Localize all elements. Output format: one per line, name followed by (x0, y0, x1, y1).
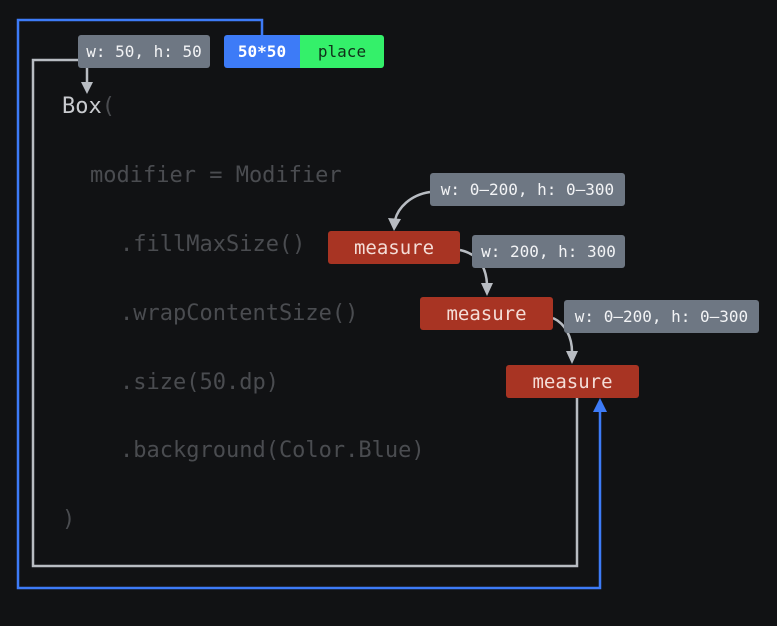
blue-placement-path (16, 18, 602, 590)
constraint-tag-1: w: 0–200, h: 0–300 (430, 173, 625, 206)
gray-size-path (31, 58, 579, 568)
measure-tag-3: measure (506, 365, 639, 398)
arrowhead-measure1 (388, 218, 401, 231)
arrowhead-measure3 (566, 351, 578, 364)
open-paren: ( (101, 94, 115, 119)
code-line-background: .background(Color.Blue) (120, 438, 425, 463)
code-line-wrapcontentsize: .wrapContentSize() (120, 301, 359, 326)
code-line-modifier: modifier = Modifier (90, 163, 342, 188)
gray-arrowhead-box (81, 82, 93, 94)
code-line-close-paren: ) (62, 507, 76, 532)
measure-tag-1: measure (328, 231, 460, 264)
placed-size-tag: 50*50 (224, 35, 300, 68)
code-line-box: Box( (62, 94, 115, 120)
blue-arrowhead (593, 398, 607, 412)
code-line-fillmaxsize: .fillMaxSize() (120, 232, 306, 257)
size-tag-top: w: 50, h: 50 (78, 35, 210, 68)
box-keyword: Box (62, 94, 102, 119)
arrow-constraint1-measure1 (393, 190, 431, 221)
measure-tag-2: measure (420, 297, 553, 330)
place-tag: place (300, 35, 384, 68)
constraint-tag-2: w: 200, h: 300 (472, 235, 625, 268)
code-line-size: .size(50.dp) (120, 370, 279, 395)
constraint-tag-3: w: 0–200, h: 0–300 (564, 300, 759, 333)
arrowhead-measure2 (481, 283, 493, 296)
